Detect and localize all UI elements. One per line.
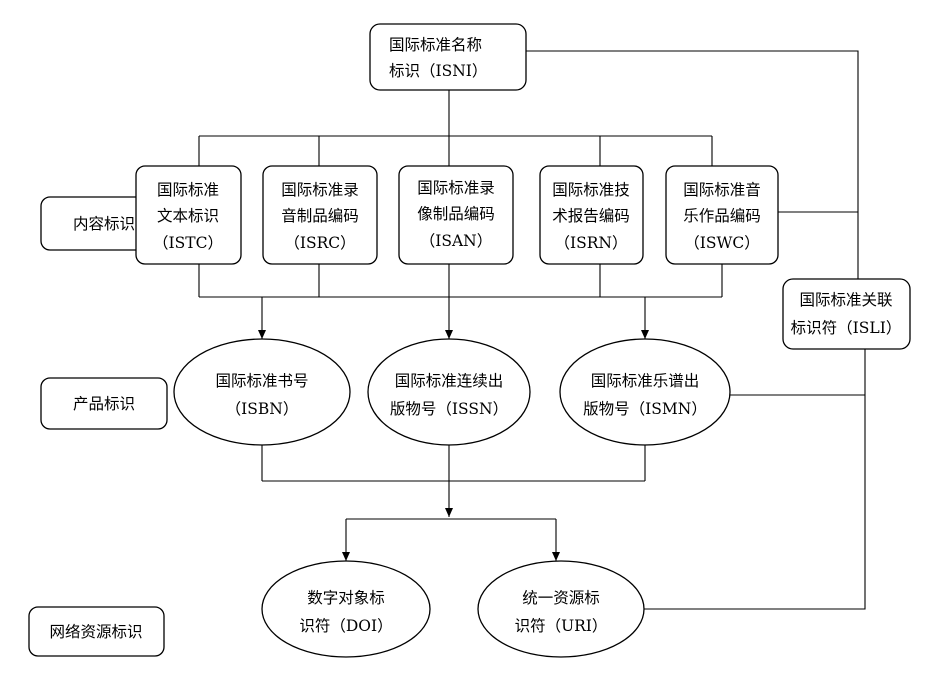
node-isbn-line-1: 国际标准书号 [215,372,308,390]
node-ismn-line-1: 国际标准乐谱出 [591,372,700,390]
node-istc-line-3: （ISTC） [153,234,223,252]
node-isni-line-1: 国际标准名称 [389,36,482,54]
connectors [198,50,866,610]
node-uri-line-1: 统一资源标 [522,589,600,607]
node-ismn: 国际标准乐谱出 版物号（ISMN） [559,338,731,446]
node-doi-line-1: 数字对象标 [307,589,385,607]
node-isli: 国际标准关联 标识符（ISLI） [782,278,911,350]
node-isni: 国际标准名称 标识（ISNI） [369,23,527,91]
node-isrc: 国际标准录 音制品编码 （ISRC） [262,165,378,265]
connector-isni-to-content [198,90,713,166]
node-isrc-line-3: （ISRC） [284,234,355,252]
node-isrc-line-2: 音制品编码 [281,207,359,225]
node-isrn-line-1: 国际标准技 [552,181,630,199]
connector-isli-down [644,349,866,610]
node-isbn-line-2: （ISBN） [226,400,299,418]
node-isrn: 国际标准技 术报告编码 （ISRN） [539,165,644,265]
node-iswc: 国际标准音 乐作品编码 （ISWC） [665,165,779,265]
node-uri-line-2: 识符（URI） [515,617,608,635]
node-isan-line-2: 像制品编码 [417,205,495,223]
node-iswc-line-3: （ISWC） [684,234,760,252]
node-issn-line-2: 版物号（ISSN） [390,400,508,418]
node-istc-line-1: 国际标准 [157,181,219,199]
category-label-content-text: 内容标识 [73,215,135,233]
connector-content-collector [198,264,723,298]
category-label-product: 产品标识 [40,377,168,430]
node-isan-line-3: （ISAN） [420,232,493,250]
node-issn: 国际标准连续出 版物号（ISSN） [367,338,531,446]
node-iswc-line-1: 国际标准音 [683,181,761,199]
node-issn-line-1: 国际标准连续出 [395,372,504,390]
node-ismn-line-2: 版物号（ISMN） [583,400,707,418]
node-isbn: 国际标准书号 （ISBN） [173,338,351,446]
node-isni-line-2: 标识（ISNI） [389,62,487,80]
node-uri: 统一资源标 识符（URI） [477,560,645,658]
node-istc-line-2: 文本标识 [157,207,219,225]
node-isli-line-2: 标识符（ISLI） [791,319,902,337]
category-label-network: 网络资源标识 [28,606,165,657]
node-isrn-line-3: （ISRN） [555,234,628,252]
node-iswc-line-2: 乐作品编码 [683,207,761,225]
node-doi-line-2: 识符（DOI） [299,617,392,635]
category-label-network-text: 网络资源标识 [49,623,142,641]
node-isrn-line-2: 术报告编码 [552,207,630,225]
category-label-product-text: 产品标识 [73,395,135,413]
node-isan-line-1: 国际标准录 [417,179,495,197]
node-istc: 国际标准 文本标识 （ISTC） [135,165,242,265]
node-isrc-line-1: 国际标准录 [281,181,359,199]
connector-isni-to-isli [526,50,859,279]
connector-product-collector [261,445,646,482]
node-doi: 数字对象标 识符（DOI） [261,560,431,658]
node-isan: 国际标准录 像制品编码 （ISAN） [398,165,514,265]
node-isli-line-1: 国际标准关联 [799,291,892,309]
